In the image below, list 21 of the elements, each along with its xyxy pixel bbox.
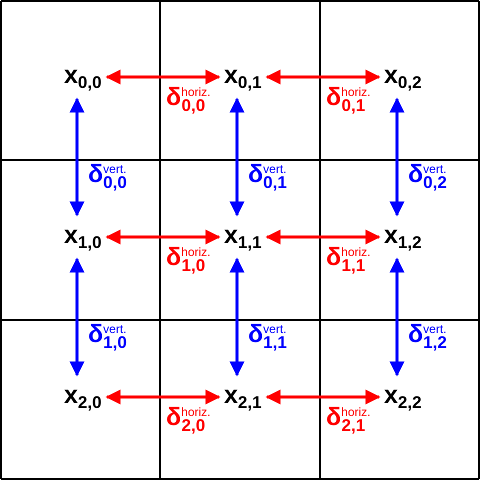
double-arrow — [230, 258, 244, 376]
variable-label: x$_{0,0}$ — [64, 63, 102, 92]
variable-label: x$_{0,1}$ — [224, 63, 262, 92]
double-arrow — [266, 70, 380, 84]
double-arrow — [106, 390, 220, 404]
double-arrow — [230, 98, 244, 216]
double-arrow — [390, 258, 404, 376]
variable-label: x$_{0,2}$ — [384, 63, 422, 92]
double-arrow — [70, 258, 84, 376]
variable-label: x$_{1,2}$ — [384, 223, 422, 252]
variable-label: x$_{2,0}$ — [64, 383, 102, 412]
variable-label: x$_{2,1}$ — [224, 383, 262, 412]
double-arrow — [266, 230, 380, 244]
double-arrow — [390, 98, 404, 216]
double-arrow — [266, 390, 380, 404]
double-arrow — [106, 230, 220, 244]
double-arrow — [106, 70, 220, 84]
variable-label: x$_{1,1}$ — [224, 223, 262, 252]
variable-label: x$_{1,0}$ — [64, 223, 102, 252]
double-arrow — [70, 98, 84, 216]
variable-label: x$_{2,2}$ — [384, 383, 422, 412]
